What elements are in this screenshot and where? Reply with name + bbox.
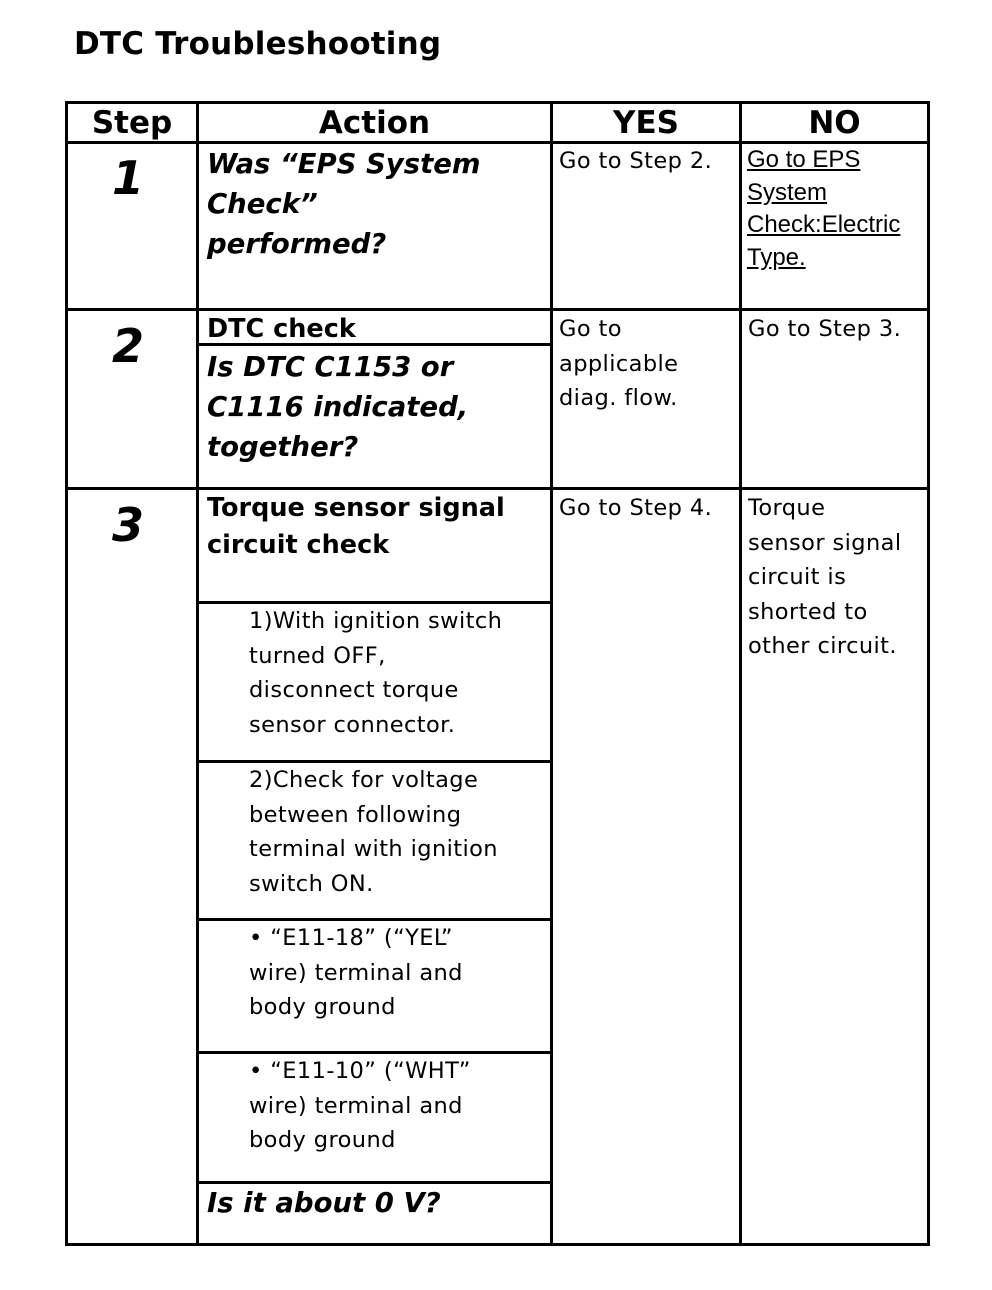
action-subdivider: [196, 1181, 553, 1184]
eps-system-check-link[interactable]: Go to EPS System Check:Electric Type.: [747, 146, 901, 271]
step-1-yes: Go to Step 2.: [559, 148, 713, 174]
step-3-substep-2: 2)Check for voltage between following te…: [249, 767, 498, 897]
header-yes: YES: [613, 105, 679, 141]
row-divider-2-3: [65, 487, 930, 490]
step-1-question: Was “EPS System Check” performed?: [207, 148, 481, 260]
step-2-question: Is DTC C1153 or C1116 indicated, togethe…: [207, 351, 469, 463]
step-3-question: Is it about 0 V?: [207, 1187, 441, 1219]
step-number-2: 2: [111, 319, 144, 373]
header-no: NO: [808, 105, 861, 141]
page-title: DTC Troubleshooting: [74, 26, 442, 62]
table-border-bottom: [65, 1243, 930, 1246]
step-3-substep-1: 1)With ignition switch turned OFF, disco…: [249, 608, 503, 738]
column-divider-yes-no: [739, 101, 742, 1246]
column-divider-action-yes: [550, 101, 553, 1246]
header-action: Action: [318, 105, 431, 141]
table-border-left: [65, 101, 68, 1246]
step-2-action-title: DTC check: [207, 314, 356, 344]
header-step: Step: [91, 105, 173, 141]
action-subdivider: [196, 1051, 553, 1054]
step-3-substep-4: • “E11-10” (“WHT” wire) terminal and bod…: [249, 1058, 471, 1153]
table-border-top: [65, 101, 930, 104]
step-3-substep-3: • “E11-18” (“YEL” wire) terminal and bod…: [249, 925, 463, 1020]
step-number-3: 3: [111, 498, 144, 552]
dtc-troubleshooting-table: Step Action YES NO 1 Was “EPS System Che…: [65, 101, 930, 1246]
step-3-no: Torque sensor signal circuit is shorted …: [748, 495, 902, 659]
step-2-yes: Go to applicable diag. flow.: [559, 316, 679, 411]
column-divider-step-action: [196, 101, 199, 1246]
action-subdivider: [196, 601, 553, 604]
table-border-right: [927, 101, 930, 1246]
step-3-yes: Go to Step 4.: [559, 495, 713, 521]
action-subdivider: [196, 343, 553, 346]
action-subdivider: [196, 760, 553, 763]
step-2-no: Go to Step 3.: [748, 316, 902, 342]
step-3-action-title: Torque sensor signal circuit check: [207, 493, 505, 560]
row-divider-1-2: [65, 308, 930, 311]
header-divider: [65, 141, 930, 144]
step-number-1: 1: [111, 151, 144, 205]
action-subdivider: [196, 918, 553, 921]
step-1-no: Go to EPS System Check:Electric Type.: [742, 144, 927, 274]
